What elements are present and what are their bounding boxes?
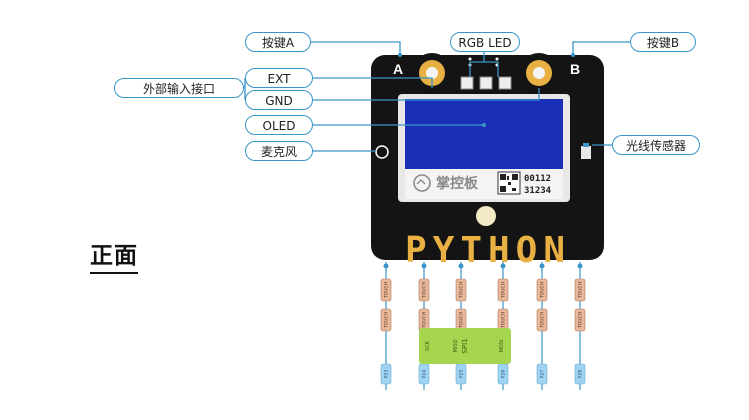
button-a-hole: [426, 67, 438, 79]
io-badge: [536, 363, 548, 385]
microphone-icon: [375, 145, 389, 159]
touch-label: TOUCH: [540, 312, 546, 329]
touch-label: TOUCH: [540, 282, 546, 299]
rgb-led-2: [479, 76, 493, 90]
python-gold-text: PYTHON: [405, 230, 571, 271]
touch-badge: [455, 278, 467, 302]
callout-button-b: 按键B: [630, 32, 696, 52]
front-view-label: 正面: [90, 236, 138, 274]
brand-text: 掌控板: [436, 175, 479, 192]
io-label: P27: [540, 370, 546, 379]
touch-badge: [497, 278, 509, 302]
spi-miso: MISO: [453, 339, 459, 352]
callout-external-input: 外部输入接口: [114, 78, 244, 98]
brand-logo-icon: [413, 174, 431, 192]
io-label: P26: [501, 370, 507, 379]
io-label: P23: [384, 370, 390, 379]
spi-mosi: MOSI: [499, 340, 505, 353]
touch-label: TOUCH: [459, 282, 465, 299]
callout-light-sensor: 光线传感器: [612, 135, 700, 155]
mounting-hole: [476, 206, 496, 226]
touch-badge: [418, 278, 430, 302]
touch-badge: [380, 278, 392, 302]
io-badge: [380, 363, 392, 385]
io-label: P28: [578, 370, 584, 379]
callout-ext: EXT: [245, 68, 313, 88]
touch-badge: [380, 308, 392, 332]
touch-label: TOUCH: [384, 282, 390, 299]
touch-label: TOUCH: [501, 312, 507, 329]
qr-code-icon: [497, 171, 521, 195]
light-sensor-icon: [581, 146, 591, 159]
touch-label: TOUCH: [422, 282, 428, 299]
oled-screen: [405, 99, 563, 169]
board-label-b: B: [570, 61, 580, 77]
serial-line-1: 00112: [524, 174, 551, 184]
touch-badge: [536, 278, 548, 302]
spi-label: SPI1: [461, 338, 469, 353]
rgb-led-1: [460, 76, 474, 90]
callout-button-a: 按键A: [245, 32, 311, 52]
callout-microphone: 麦克风: [245, 141, 313, 161]
touch-label: TOUCH: [384, 312, 390, 329]
touch-label: TOUCH: [422, 312, 428, 329]
serial-line-2: 31234: [524, 186, 552, 196]
spi-block: [419, 328, 511, 364]
touch-label: TOUCH: [578, 312, 584, 329]
touch-badge: [574, 308, 586, 332]
io-badge: [574, 363, 586, 385]
callout-rgb-led: RGB LED: [450, 32, 520, 52]
io-label: P25: [459, 370, 465, 379]
spi-sck: SCK: [425, 340, 431, 351]
touch-badge: [536, 308, 548, 332]
rgb-led-3: [498, 76, 512, 90]
touch-badge: [574, 278, 586, 302]
touch-label: TOUCH: [459, 312, 465, 329]
button-b-hole: [533, 67, 545, 79]
pin-columns: TOUCH TOUCH P23 TOUCH TOUCH P24 TOUCH TOUCH P25 T…: [380, 262, 586, 390]
io-label: P24: [422, 370, 428, 379]
touch-label: TOUCH: [501, 282, 507, 299]
board-label-a: A: [393, 61, 403, 77]
callout-oled: OLED: [245, 115, 313, 135]
callout-gnd: GND: [245, 90, 313, 110]
touch-label: TOUCH: [578, 282, 584, 299]
